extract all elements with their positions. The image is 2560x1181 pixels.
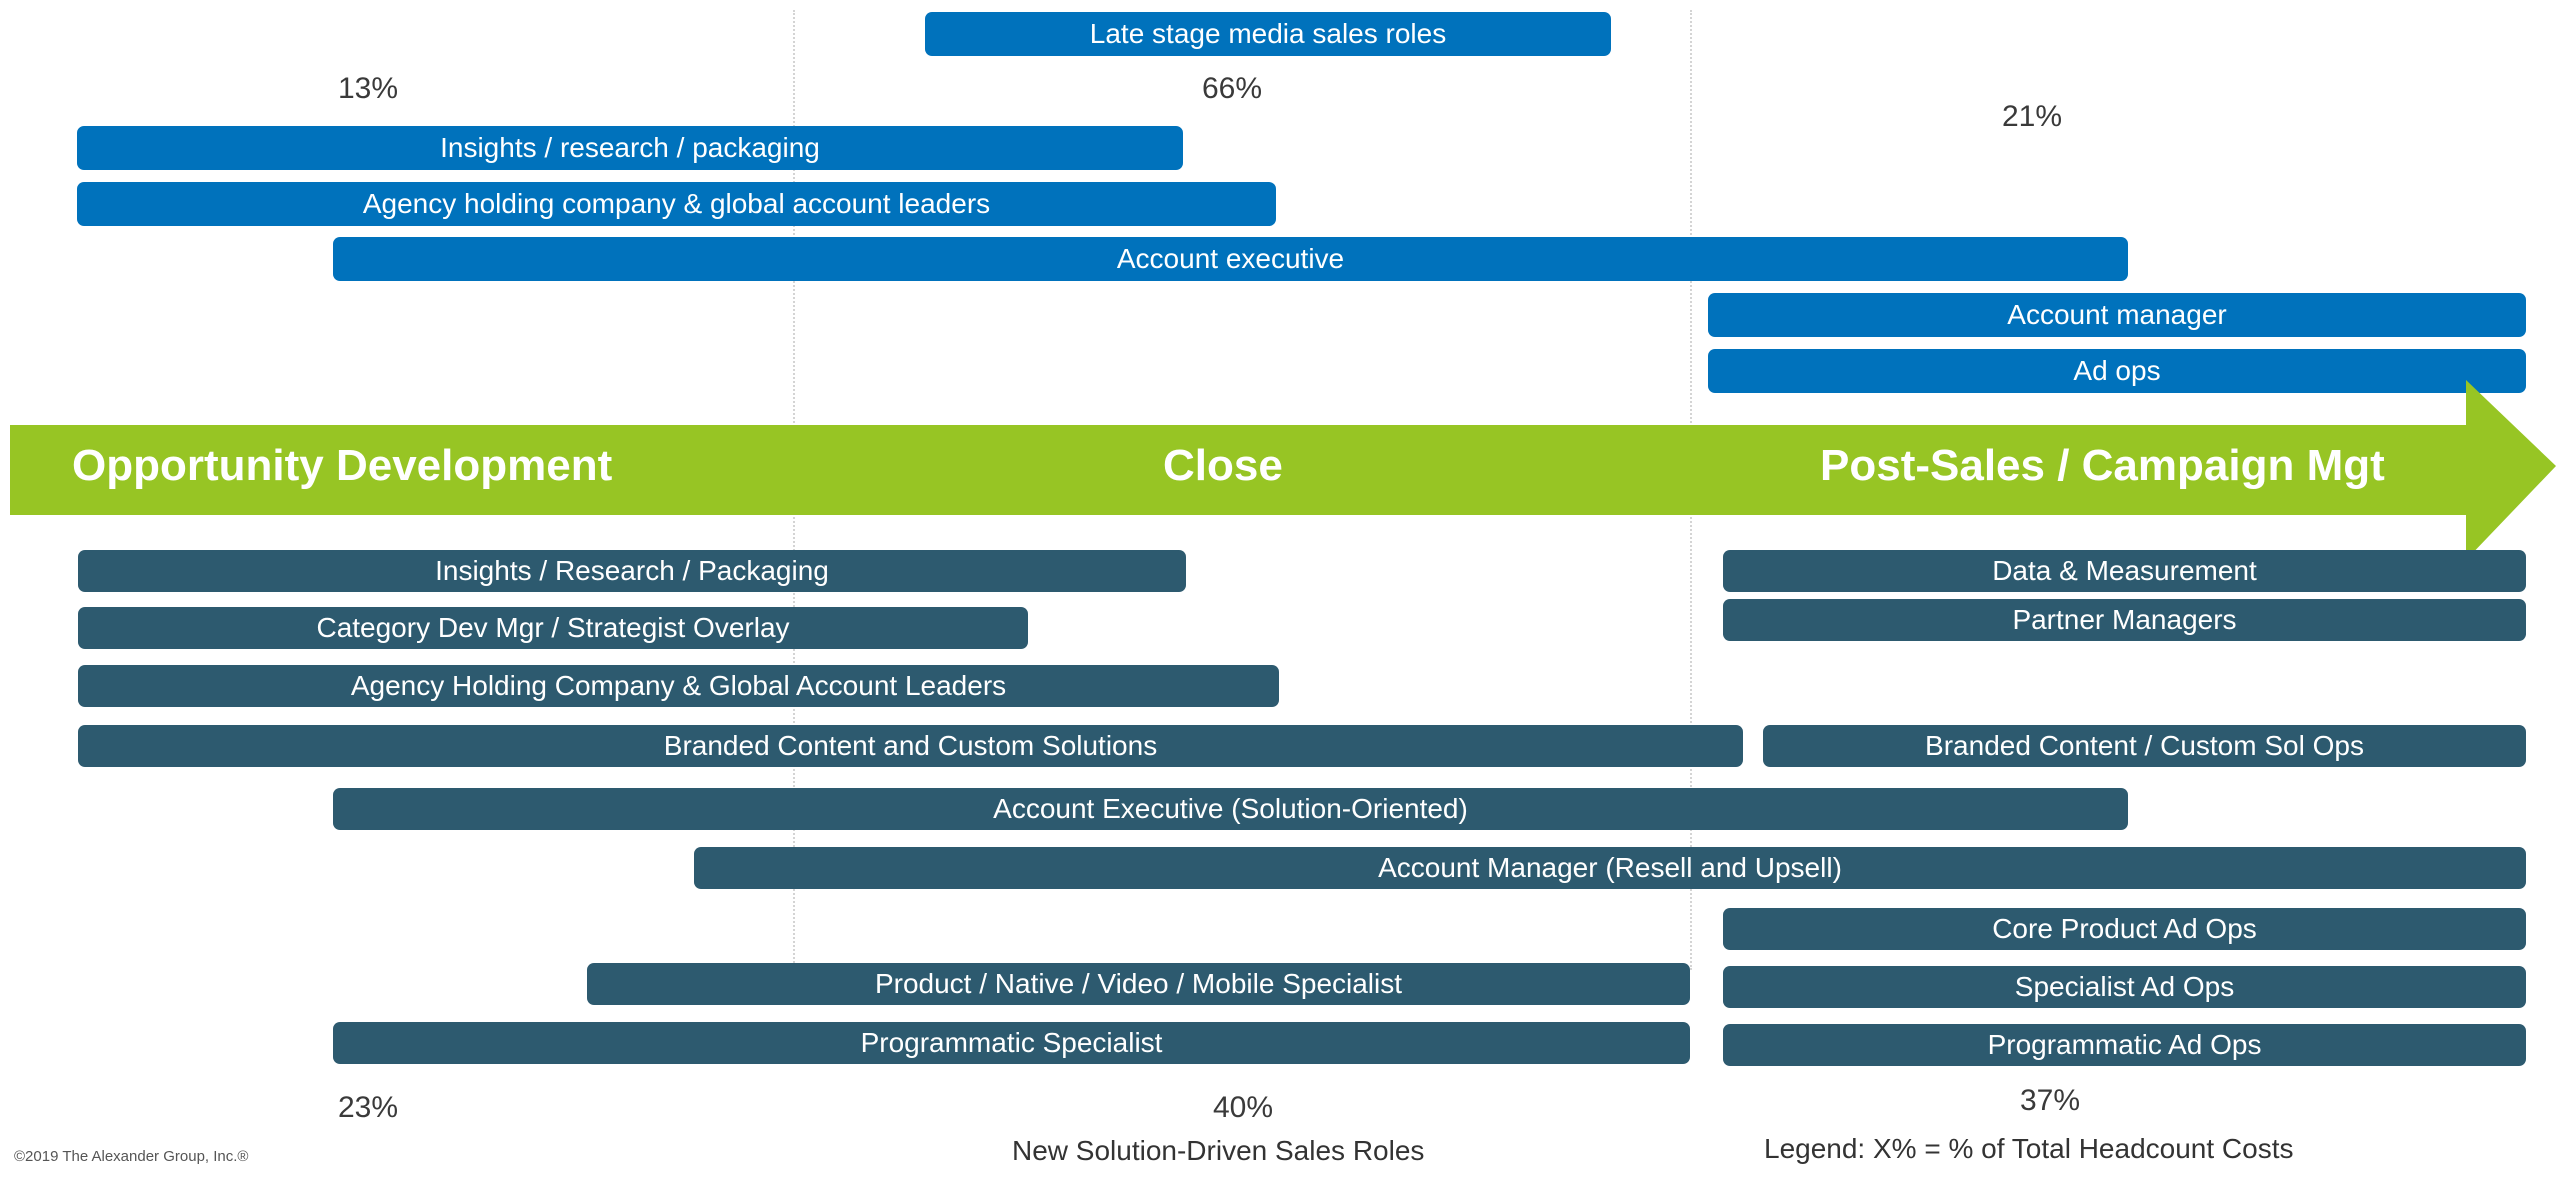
role-bar-insights-research-packaging-new: Insights / Research / Packaging [78,550,1186,592]
role-bar-category-dev-mgr: Category Dev Mgr / Strategist Overlay [78,607,1028,649]
phase-close: Close [1163,441,1283,490]
legend-text: Legend: X% = % of Total Headcount Costs [1764,1133,2294,1164]
role-bar-data-measurement: Data & Measurement [1723,550,2526,592]
role-label: Branded Content / Custom Sol Ops [1925,730,2364,761]
role-label: Core Product Ad Ops [1992,913,2257,944]
phase-post-sales-campaign-mgt: Post-Sales / Campaign Mgt [1820,441,2385,490]
role-bar-late-stage-media-sales: Late stage media sales roles [925,12,1611,56]
process-arrow-shape [10,380,2556,560]
bottom-percentage-close: 40% [1213,1091,1274,1124]
role-label: Late stage media sales roles [1089,18,1447,49]
phase-opportunity-development: Opportunity Development [72,441,613,490]
role-bar-programmatic-ad-ops: Programmatic Ad Ops [1723,1024,2526,1066]
top-percentage-post-sales: 21% [2002,100,2063,133]
role-bar-specialist-ad-ops: Specialist Ad Ops [1723,966,2526,1008]
role-bar-agency-holding-company: Agency holding company & global account … [77,182,1276,226]
role-bar-agency-holding-company-new: Agency Holding Company & Global Account … [78,665,1279,707]
role-bar-account-executive-solution: Account Executive (Solution-Oriented) [333,788,2128,830]
role-bar-partner-managers: Partner Managers [1723,599,2526,641]
role-bar-programmatic-specialist: Programmatic Specialist [333,1022,1690,1064]
bottom-percentage-opportunity: 23% [338,1091,399,1124]
role-label: Programmatic Ad Ops [1987,1029,2262,1060]
role-label: Insights / Research / Packaging [435,555,829,586]
role-bar-ad-ops: Ad ops [1708,349,2526,393]
role-label: Account manager [2007,299,2227,330]
role-label: Specialist Ad Ops [2014,971,2235,1002]
role-bar-branded-content-custom-sol-ops: Branded Content / Custom Sol Ops [1763,725,2526,767]
role-bar-core-product-ad-ops: Core Product Ad Ops [1723,908,2526,950]
role-label: Ad ops [2073,355,2161,386]
role-label: Account Executive (Solution-Oriented) [993,793,1468,824]
role-bar-account-executive: Account executive [333,237,2128,281]
role-label: Programmatic Specialist [860,1027,1163,1058]
role-label: Data & Measurement [1992,555,2257,586]
chart-caption: New Solution-Driven Sales Roles [1012,1135,1425,1166]
role-bar-account-manager: Account manager [1708,293,2526,337]
role-label: Product / Native / Video / Mobile Specia… [874,968,1403,999]
copyright-notice: ©2019 The Alexander Group, Inc.® [14,1148,249,1165]
role-label: Category Dev Mgr / Strategist Overlay [316,612,790,643]
role-bar-branded-content-custom-solutions: Branded Content and Custom Solutions [78,725,1743,767]
role-label: Account executive [1116,243,1345,274]
bottom-percentage-post-sales: 37% [2020,1084,2081,1117]
role-label: Insights / research / packaging [440,132,820,163]
top-percentage-opportunity: 13% [338,72,399,105]
role-label: Account Manager (Resell and Upsell) [1378,852,1842,883]
role-bar-insights-research-packaging: Insights / research / packaging [77,126,1183,170]
role-label: Partner Managers [2012,604,2237,635]
top-percentage-close: 66% [1202,72,1263,105]
role-label: Agency Holding Company & Global Account … [350,670,1007,701]
role-label: Branded Content and Custom Solutions [663,730,1158,761]
role-bar-account-manager-resell: Account Manager (Resell and Upsell) [694,847,2526,889]
role-label: Agency holding company & global account … [362,188,991,219]
role-bar-product-native-video-mobile: Product / Native / Video / Mobile Specia… [587,963,1690,1005]
